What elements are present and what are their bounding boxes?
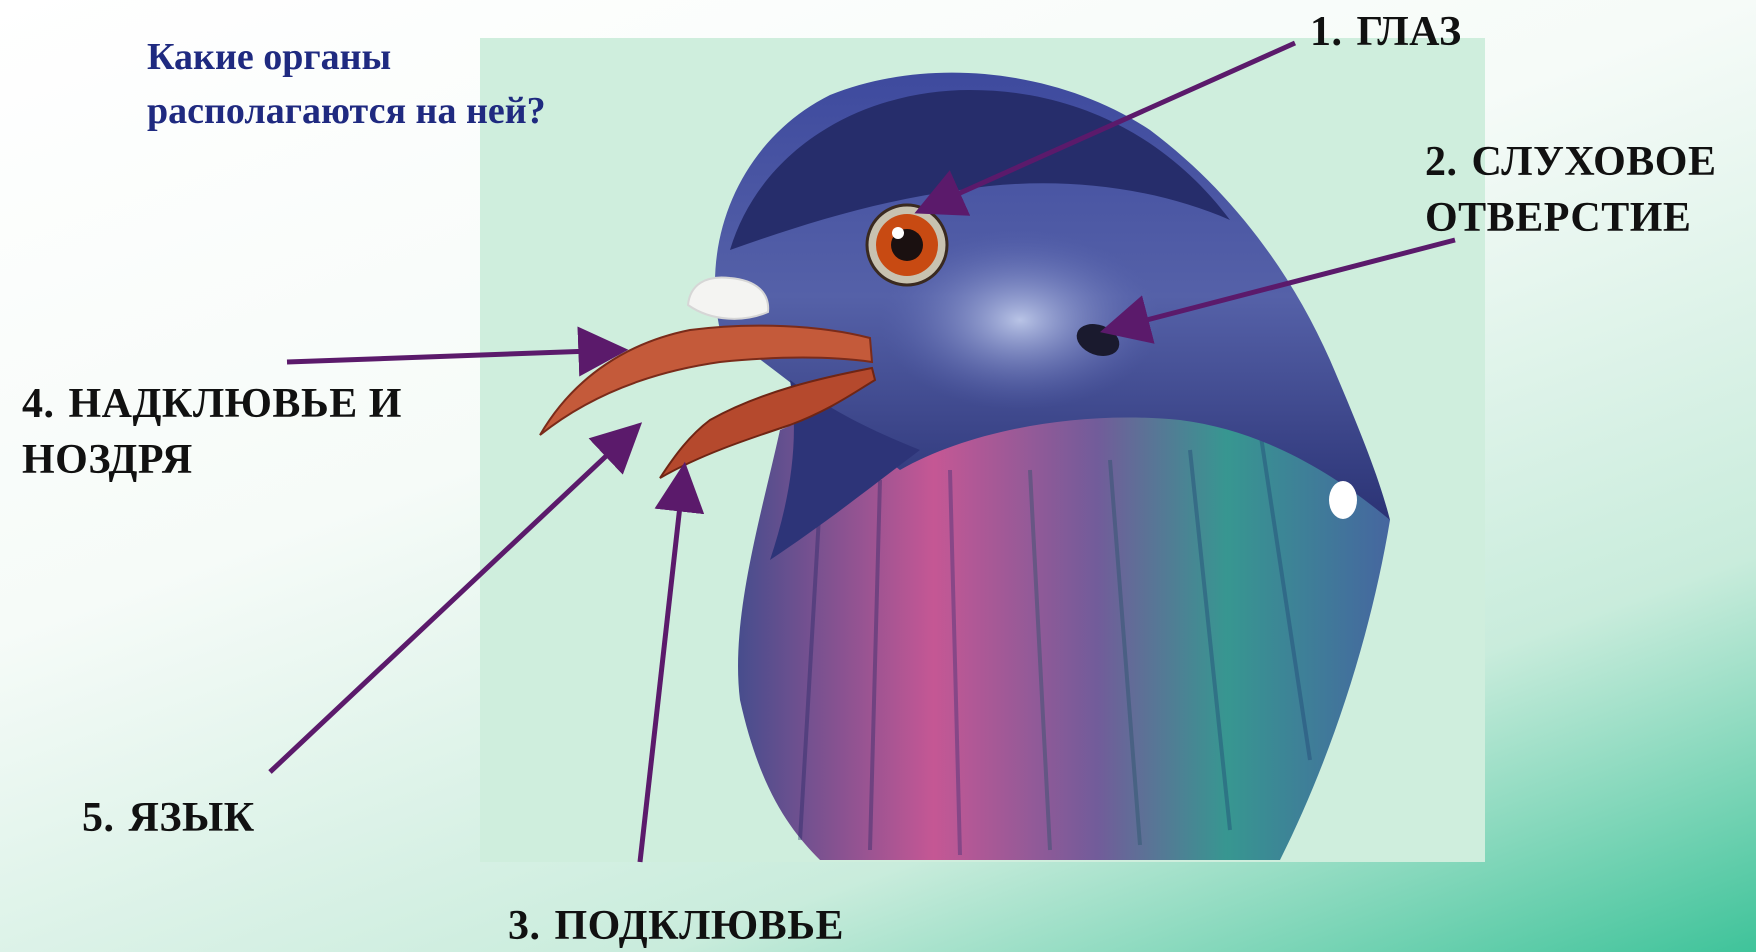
label-lower-beak: 3. ПОДКЛЮВЬЕ bbox=[508, 902, 844, 950]
label-ear-opening: 2.СЛУХОВОЕ ОТВЕРСТИЕ bbox=[1425, 134, 1745, 246]
pointer-lower-beak bbox=[640, 470, 684, 862]
pigeon-neck-spot bbox=[1329, 481, 1357, 519]
label-lower-beak-number: 3. bbox=[508, 903, 541, 949]
label-tongue-number: 5. bbox=[82, 795, 115, 841]
label-eye: 1. ГЛАЗ bbox=[1310, 8, 1462, 56]
label-upper-beak: 4.НАДКЛЮВЬЕ И НОЗДРЯ bbox=[22, 376, 462, 488]
pigeon-eye bbox=[867, 205, 947, 285]
label-lower-beak-text: ПОДКЛЮВЬЕ bbox=[555, 903, 844, 949]
label-eye-number: 1. bbox=[1310, 9, 1343, 55]
label-upper-beak-text: НАДКЛЮВЬЕ И НОЗДРЯ bbox=[22, 381, 402, 483]
pointer-upper-beak bbox=[287, 350, 620, 362]
label-ear-text: СЛУХОВОЕ ОТВЕРСТИЕ bbox=[1425, 139, 1716, 241]
label-upper-beak-number: 4. bbox=[22, 381, 55, 427]
label-tongue-text: ЯЗЫК bbox=[129, 795, 255, 841]
question-text: Какие органы располагаются на ней? bbox=[147, 30, 567, 138]
label-ear-number: 2. bbox=[1425, 139, 1458, 185]
label-eye-text: ГЛАЗ bbox=[1357, 9, 1462, 55]
label-tongue: 5. ЯЗЫК bbox=[82, 794, 255, 842]
